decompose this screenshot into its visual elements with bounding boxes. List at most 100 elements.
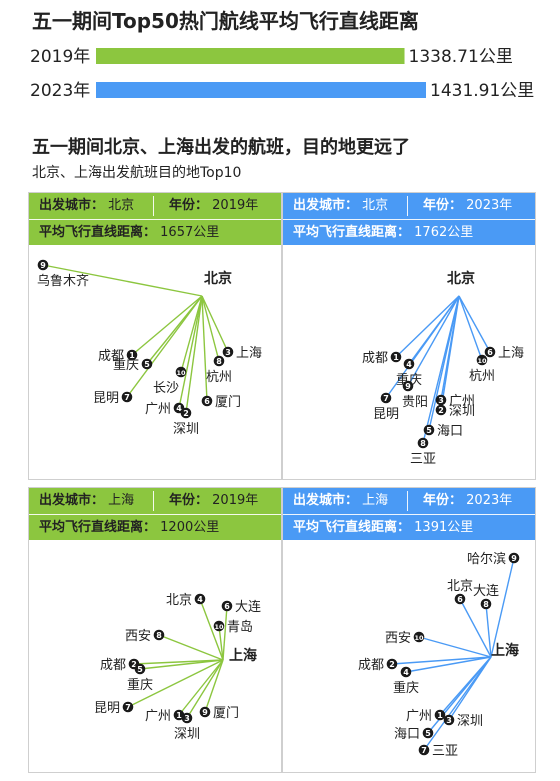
avg-distance-value: 1200公里 [156,520,220,535]
route-line [158,634,224,661]
destination-marker [413,631,425,643]
destination-label: 杭州 [206,370,232,385]
avg-distance-label: 平均飞行直线距离： [39,225,157,240]
destination-marker [122,701,134,713]
destination-marker [403,358,415,370]
year-field: 年份： 2019年 [169,193,258,219]
avg-distance-field: 平均飞行直线距离： 1657公里 [39,220,219,246]
bar-value-label: 1338.71公里 [409,47,513,67]
year-value: 2023年 [462,493,513,508]
destination-rank: 7 [421,746,427,755]
panel-header-row: 出发城市： 上海 年份： 2023年 [283,488,535,514]
destination-marker [153,629,165,641]
destination-marker [435,404,447,416]
destination-marker [508,552,520,564]
origin-city-field: 出发城市： 北京 [293,193,388,219]
origin-city-label: 出发城市： [293,493,359,508]
destination-label: 青岛 [227,619,253,635]
destination-marker [221,600,233,612]
destination-label: 深圳 [457,714,483,729]
destination-rank: 2 [183,409,189,418]
destination-label: 昆明 [94,701,120,716]
destination-rank: 9 [40,261,46,270]
destination-marker [418,744,430,756]
avg-distance-label: 平均飞行直线距离： [39,520,157,535]
route-line [440,295,460,401]
destination-label: 深圳 [449,404,475,419]
destination-label: 广州 [406,709,432,724]
destination-label: 成都 [358,658,384,673]
origin-city-label: 出发城市： [293,198,359,213]
origin-city-field: 出发城市： 上海 [293,488,388,514]
destination-rank: 8 [156,631,162,640]
route-line [178,659,224,716]
destination-marker [126,349,138,361]
route-line [186,659,224,719]
destination-rank: 10 [176,369,186,377]
destination-label: 重庆 [113,357,139,373]
destination-label: 广州 [145,709,171,724]
route-line [204,659,224,713]
destination-rank: 1 [437,711,443,720]
destination-marker [454,593,466,605]
header-divider [153,491,154,511]
destination-rank: 5 [137,665,143,674]
header-divider [407,491,408,511]
route-line [407,295,460,387]
destination-label: 重庆 [396,372,422,388]
year-field: 年份： 2019年 [169,488,258,514]
route-line [218,625,224,661]
destination-marker [476,354,488,366]
destination-rank: 1 [393,353,399,362]
destination-rank: 9 [405,382,411,391]
destination-marker [435,394,447,406]
panel-header-row: 出发城市： 上海年份： 2019年 [29,488,281,514]
destination-marker [484,346,496,358]
destination-rank: 2 [438,406,444,415]
destination-rank: 10 [214,623,224,631]
route-line [127,659,224,708]
destination-marker [194,593,206,605]
destination-marker [37,259,49,271]
destination-label: 成都 [100,658,126,673]
destination-marker [173,709,185,721]
destination-label: 重庆 [127,677,153,693]
avg-distance-value: 1762公里 [410,225,474,240]
destination-label: 大连 [473,583,499,599]
destination-rank: 7 [124,393,130,402]
origin-city-label: 出发城市： [39,198,105,213]
origin-city-value: 上海 [358,493,389,508]
origin-city-marker: 北京 [204,270,232,287]
avg-distance-field: 平均飞行直线距离： 1762公里 [293,220,473,246]
destination-label: 三亚 [410,452,436,467]
year-label: 年份： [423,493,463,508]
route-line [458,295,491,353]
destination-label: 北京 [166,593,192,608]
destination-rank: 9 [202,708,208,717]
year-label: 年份： [169,198,209,213]
destination-rank: 10 [414,634,424,642]
panel-header-row: 出发城市： 北京年份： 2019年 [29,193,281,219]
origin-city-value: 上海 [104,493,135,508]
origin-city-marker: 上海 [491,642,519,659]
destination-marker [213,355,225,367]
destination-rank: 5 [144,360,150,369]
destination-rank: 1 [129,351,135,360]
destination-marker [422,727,434,739]
destination-label: 贵阳 [402,395,428,410]
destination-label: 广州 [145,402,171,417]
destination-marker [199,706,211,718]
route-line [199,598,224,661]
destination-label: 厦门 [215,395,241,410]
destination-marker [390,351,402,363]
destination-rank: 7 [383,394,389,403]
destination-marker [443,714,455,726]
destination-rank: 5 [425,729,431,738]
destination-label: 西安 [385,631,411,646]
destination-label: 昆明 [93,391,119,406]
destination-marker [480,598,492,610]
